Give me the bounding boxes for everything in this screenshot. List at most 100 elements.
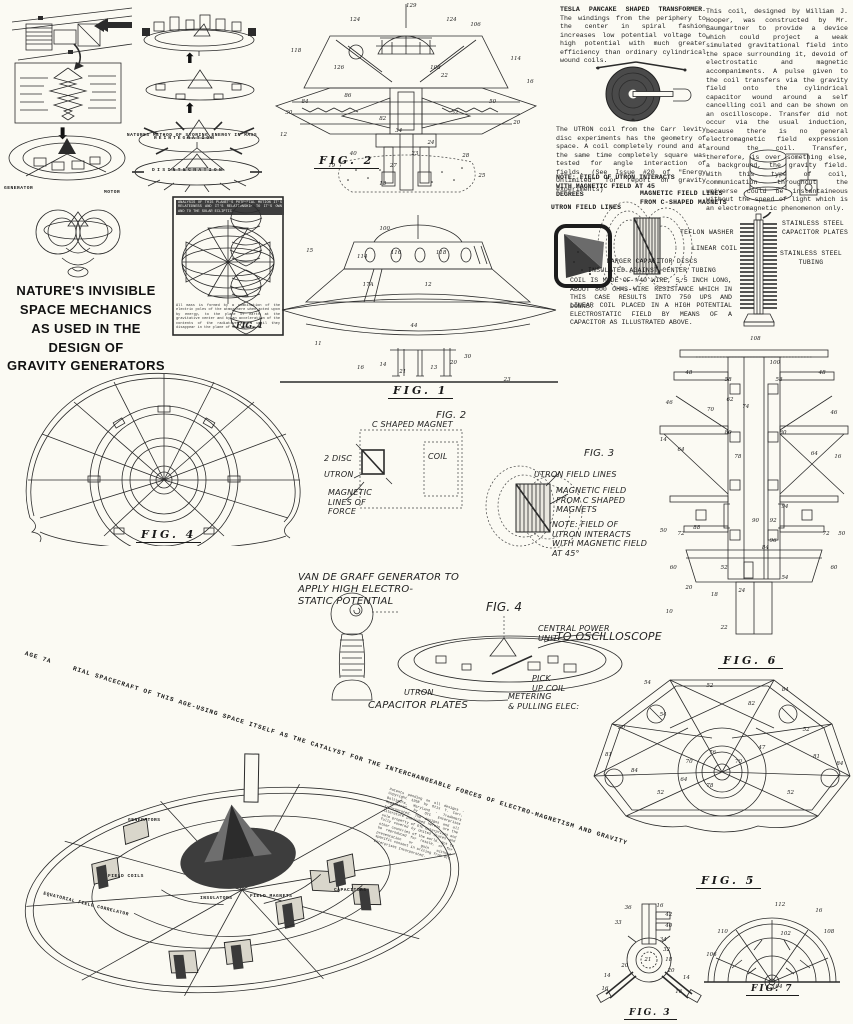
part-number: 52 xyxy=(803,728,810,734)
to-oscilloscope-label: TO OSCILLOSCOPE xyxy=(556,630,662,643)
part-number: 100 xyxy=(770,361,781,367)
part-number: 70 xyxy=(735,760,742,766)
part-number: 82 xyxy=(379,117,386,123)
part-number: 84 xyxy=(301,100,308,106)
part-number: 11 xyxy=(315,342,322,348)
part-number: 15 xyxy=(306,249,313,255)
hooper-coil-drawing xyxy=(732,146,824,204)
hand-fig3-label: FIG. 3 xyxy=(584,448,614,460)
part-number: 34 xyxy=(660,938,667,944)
part-number: 74 xyxy=(742,405,749,411)
part-number: 64 xyxy=(811,452,818,458)
fig2-cross-section: FIG. 2 129124124106118114126108221686845… xyxy=(272,2,540,207)
city-disc-drawing xyxy=(140,8,258,56)
utron-hand-label: UTRON xyxy=(404,688,434,698)
part-number: 52 xyxy=(706,684,713,690)
stainless-plates-label: STAINLESS STEEL CAPACITOR PLATES xyxy=(782,220,848,237)
part-number: 64 xyxy=(678,448,685,454)
fig6-mast: FIG. 6 108100484858586270744646808014646… xyxy=(656,334,852,670)
part-number: 84 xyxy=(836,762,843,768)
part-number: 10 xyxy=(666,610,673,616)
part-number: 16 xyxy=(815,909,822,915)
fig2-label: FIG. 2 xyxy=(314,154,379,169)
part-number: 58 xyxy=(725,378,732,384)
part-number: 124 xyxy=(446,18,457,24)
part-number: 18 xyxy=(711,593,718,599)
fig1-label: FIG. 1 xyxy=(388,384,453,399)
part-number: 106 xyxy=(470,23,481,29)
part-number: 46 xyxy=(666,401,673,407)
utron-field-lines-hand-label: UTRON FIELD LINES xyxy=(534,470,617,480)
part-number: 118 xyxy=(436,251,447,257)
part-number: 81 xyxy=(813,755,820,761)
hand-fig3-note: NOTE: FIELD OF UTRON INTERACTS WITH MAGN… xyxy=(552,520,647,558)
part-number: 18 xyxy=(665,958,672,964)
c-shaped-magnet-label: C SHAPED MAGNET xyxy=(372,420,453,430)
part-number: 86 xyxy=(344,94,351,100)
stainless-tubing-label: STAINLESS STEEL TUBING xyxy=(780,250,842,267)
part-number: 16 xyxy=(675,990,682,996)
part-number: 20 xyxy=(513,121,520,127)
vandegraff-drawing xyxy=(306,590,398,702)
part-number: 110 xyxy=(717,930,728,936)
part-number: 60 xyxy=(670,566,677,572)
part-number: 52 xyxy=(657,791,664,797)
part-number: 54 xyxy=(660,713,667,719)
part-number: 104 xyxy=(772,985,783,991)
part-number: 78 xyxy=(734,455,741,461)
part-number: 70 xyxy=(707,408,714,414)
part-number: 80 xyxy=(725,431,732,437)
part-number: 92 xyxy=(770,519,777,525)
part-number: 70 xyxy=(686,760,693,766)
part-number: 18 xyxy=(379,182,386,188)
part-number: 16 xyxy=(657,904,664,910)
disc-label: 2 DISC xyxy=(324,454,352,464)
part-number: 96 xyxy=(770,539,777,545)
part-number: 40 xyxy=(665,924,672,930)
disintegration-label: DISINTEGRATION xyxy=(152,168,224,173)
part-number: 54 xyxy=(644,681,651,687)
teflon-washer-label: TEFLON WASHER xyxy=(680,229,734,238)
fig5-label: FIG. 5 xyxy=(696,874,761,889)
fig4-frame: FIG. 4 xyxy=(18,368,310,568)
part-number: 48 xyxy=(819,371,826,377)
part-number: 84 xyxy=(762,546,769,552)
tesla-paragraph: TESLA PANCAKE SHAPED TRANSFORMER. The wi… xyxy=(560,6,706,66)
part-number: 78 xyxy=(706,784,713,790)
fig7-dome: FIG. 7 11216110102108106104 xyxy=(702,898,842,1012)
fig6-label: FIG. 6 xyxy=(718,654,783,669)
part-number: 62 xyxy=(727,398,734,404)
part-number: 32 xyxy=(663,948,670,954)
field-magnets-label: FIELD MAGNETS xyxy=(250,894,292,899)
coil-label: COIL xyxy=(428,452,448,462)
magnetic-field-hand-label: MAGNETIC FIELD FROM C SHAPED MAGNETS xyxy=(556,486,626,515)
insulators-label: INSULATORS xyxy=(200,896,233,901)
headline: NATURE'S INVISIBLE SPACE MECHANICS AS US… xyxy=(2,282,170,376)
part-number: 17A xyxy=(363,283,374,289)
part-number: 84 xyxy=(631,769,638,775)
part-number: 72 xyxy=(823,532,830,538)
part-number: 88 xyxy=(693,526,700,532)
utron-label: UTRON xyxy=(324,470,354,480)
part-number: 14 xyxy=(604,974,611,980)
part-number: 54 xyxy=(781,576,788,582)
part-number: 48 xyxy=(685,371,692,377)
part-number: 106 xyxy=(706,953,717,959)
part-number: 20 xyxy=(668,969,675,975)
part-number: 94 xyxy=(781,505,788,511)
part-number: 90 xyxy=(752,519,759,525)
part-number: 114 xyxy=(511,57,522,63)
part-number: 58 xyxy=(776,378,783,384)
part-number: 52 xyxy=(721,566,728,572)
part-number: 30 xyxy=(285,111,292,117)
part-number: 40 xyxy=(350,152,357,158)
oval-saucer-drawing xyxy=(6,128,128,186)
part-number: 16 xyxy=(834,455,841,461)
nature-method-caption: NATURES METHOD OF STORING ENERGY IN MASS xyxy=(122,133,262,138)
tesla-title: TESLA PANCAKE SHAPED TRANSFORMER. xyxy=(560,6,706,13)
part-number: 27 xyxy=(390,164,397,170)
part-number: 50 xyxy=(838,532,845,538)
part-number: 13 xyxy=(430,366,437,372)
part-number: 108 xyxy=(824,930,835,936)
